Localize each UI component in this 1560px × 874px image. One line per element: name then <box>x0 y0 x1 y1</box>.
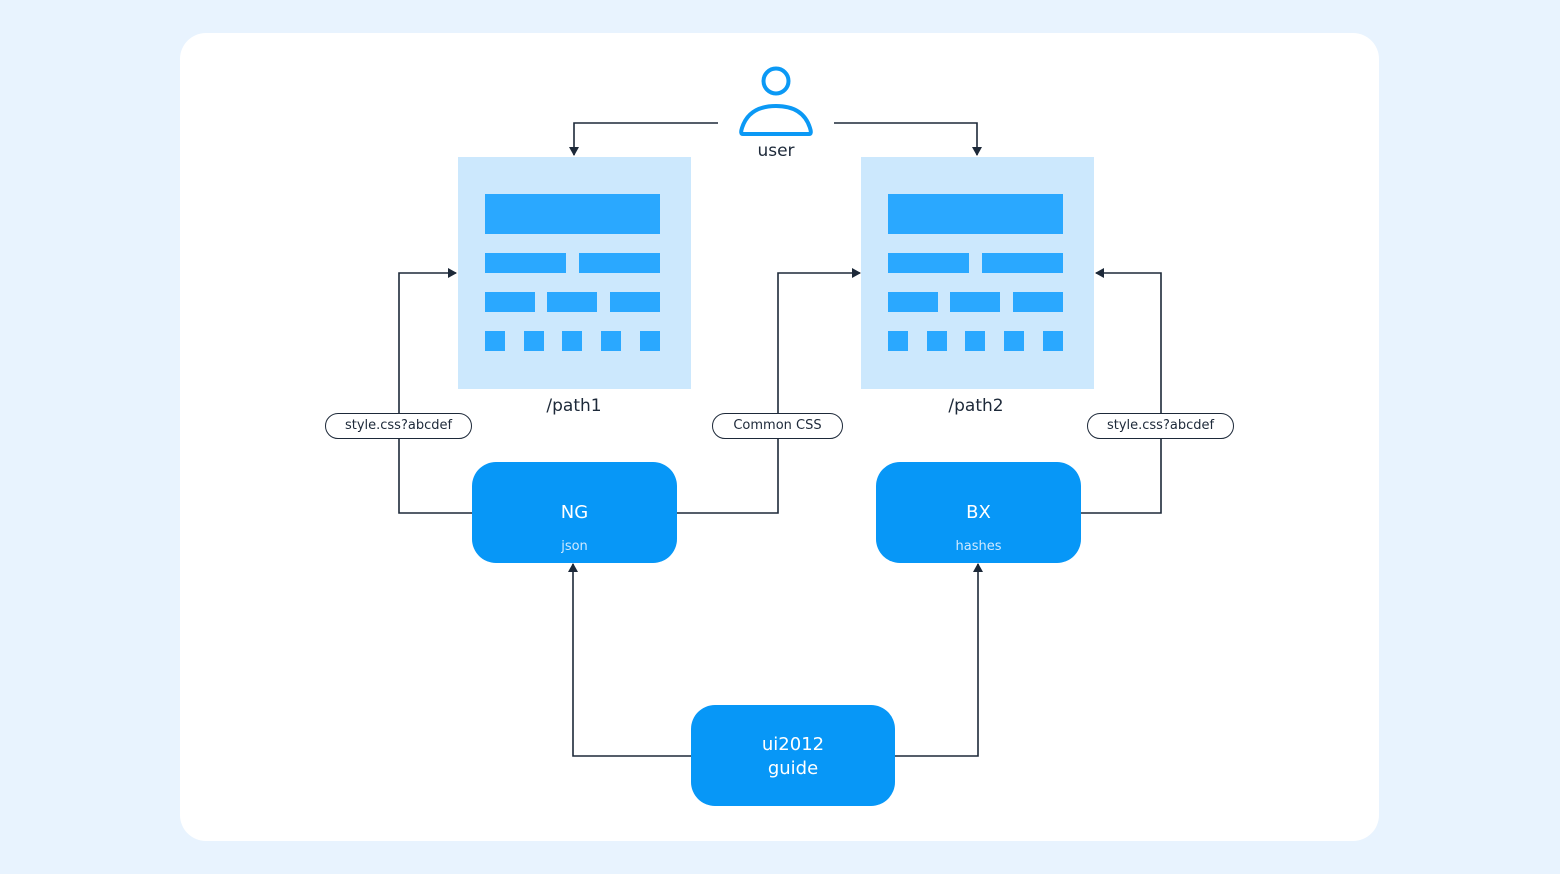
node-bx-subtitle: hashes <box>955 539 1002 554</box>
page-block <box>562 331 582 351</box>
page-label-path1: /path1 <box>546 396 602 416</box>
node-bx: BX hashes <box>876 462 1081 563</box>
page-block <box>1013 292 1063 312</box>
edge-label-left: style.css?abcdef <box>325 413 472 439</box>
page-header-block <box>888 194 1063 234</box>
page-block <box>927 331 947 351</box>
page-block <box>485 331 505 351</box>
page-mock-path1 <box>458 157 691 389</box>
node-ng-subtitle: json <box>561 539 588 554</box>
edge-label-middle: Common CSS <box>712 413 843 439</box>
edge-ng-path1 <box>398 268 472 514</box>
page-block <box>888 292 938 312</box>
page-block <box>888 253 969 273</box>
edge-user-path1 <box>569 122 718 156</box>
page-mock-path2 <box>861 157 1094 389</box>
page-block <box>1043 331 1063 351</box>
edge-guide-bx <box>895 563 983 757</box>
page-block <box>610 292 660 312</box>
node-ng: NG json <box>472 462 677 563</box>
page-block <box>950 292 1000 312</box>
edge-ng-path2 <box>677 268 861 514</box>
page-block <box>485 292 535 312</box>
page-block <box>524 331 544 351</box>
page-block <box>1004 331 1024 351</box>
page-block <box>965 331 985 351</box>
page-block <box>579 253 660 273</box>
edge-guide-ng <box>568 563 691 757</box>
page-block <box>601 331 621 351</box>
page-block <box>888 331 908 351</box>
page-block <box>640 331 660 351</box>
node-ng-title: NG <box>560 502 589 523</box>
node-guide-title-line1: ui2012 <box>761 734 825 755</box>
page-header-block <box>485 194 660 234</box>
user-label: user <box>757 141 795 161</box>
page-block <box>982 253 1063 273</box>
page-label-path2: /path2 <box>948 396 1004 416</box>
edge-bx-path2 <box>1080 268 1162 514</box>
node-guide: ui2012 guide <box>691 705 895 806</box>
page-block <box>547 292 597 312</box>
edge-user-path2 <box>834 122 982 156</box>
page-block <box>485 253 566 273</box>
edge-label-right: style.css?abcdef <box>1087 413 1234 439</box>
node-bx-title: BX <box>966 502 991 523</box>
node-guide-title-line2: guide <box>767 758 819 779</box>
user-icon <box>739 66 813 136</box>
